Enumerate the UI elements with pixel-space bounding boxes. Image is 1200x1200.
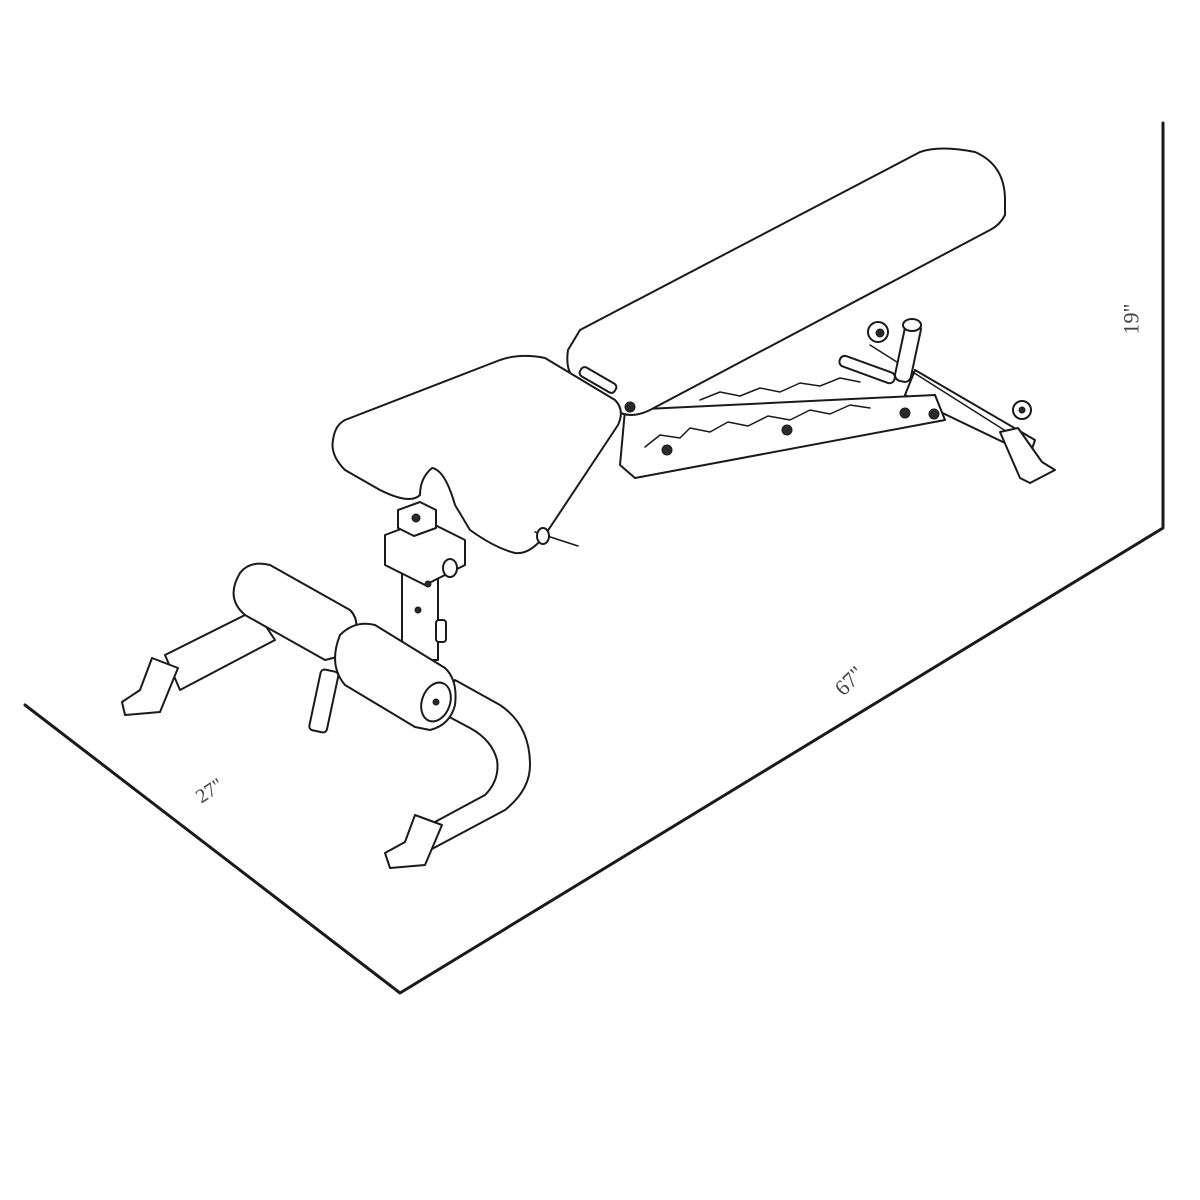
dimension-outline: [23, 121, 1165, 995]
backrest-pad: [566, 147, 1006, 416]
seat-pad: [331, 354, 622, 555]
ladder-adjustment-frame: [619, 318, 946, 479]
rear-stabilizer-foot: [999, 427, 1056, 484]
dimension-label-height: 19": [1118, 303, 1144, 335]
seat-post: [384, 501, 466, 661]
front-base-leg: [164, 609, 531, 851]
front-stabilizer-feet: [121, 657, 443, 869]
leg-roller-pads: [232, 562, 457, 734]
